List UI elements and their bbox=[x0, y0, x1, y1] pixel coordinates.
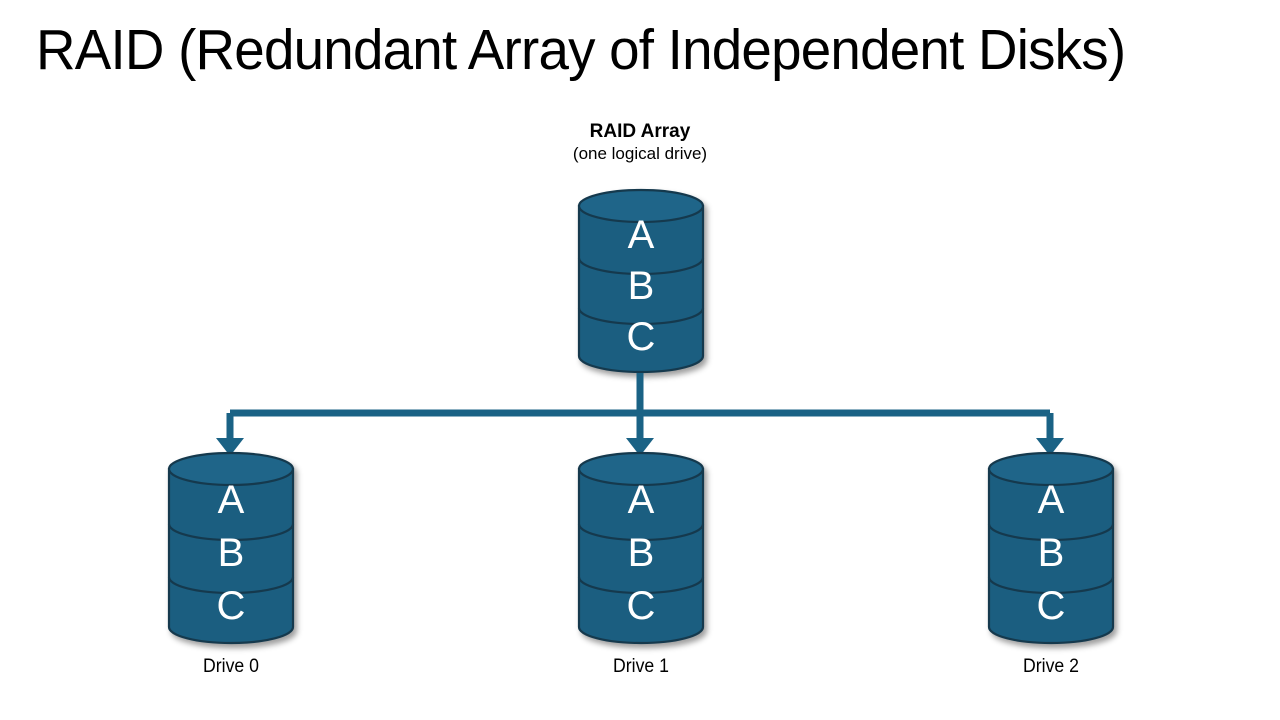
cylinder-divider bbox=[577, 523, 705, 542]
cylinder-body bbox=[577, 467, 705, 645]
block-label: B bbox=[218, 531, 245, 575]
cylinder-divider bbox=[577, 257, 705, 276]
block-label: C bbox=[627, 315, 656, 359]
cylinder-top-cap bbox=[577, 188, 705, 224]
cylinder-divider bbox=[577, 576, 705, 595]
arrowhead-drive-1 bbox=[626, 438, 654, 456]
connector-tree bbox=[0, 360, 1280, 470]
block-label: A bbox=[628, 213, 655, 257]
drive-cylinder-2[interactable]: A B C bbox=[987, 451, 1115, 651]
raid-array-caption: RAID Array (one logical drive) bbox=[490, 120, 790, 165]
block-label: C bbox=[1037, 584, 1066, 628]
arrowhead-drive-0 bbox=[216, 438, 244, 456]
cylinder-body bbox=[577, 204, 705, 374]
block-label: C bbox=[217, 584, 246, 628]
drive-cylinder-0[interactable]: A B C bbox=[167, 451, 295, 651]
cylinder-divider bbox=[987, 523, 1115, 542]
raid-array-cylinder[interactable]: A B C bbox=[577, 188, 705, 380]
drive-cylinder-1[interactable]: A B C bbox=[577, 451, 705, 651]
block-label: C bbox=[627, 584, 656, 628]
block-label: A bbox=[1038, 478, 1065, 522]
block-label: B bbox=[628, 531, 655, 575]
raid-array-caption-subtitle: (one logical drive) bbox=[572, 144, 708, 163]
cylinder-divider bbox=[167, 523, 295, 542]
cylinder-top-cap bbox=[987, 451, 1115, 487]
cylinder-top-cap bbox=[167, 451, 295, 487]
cylinder-divider bbox=[167, 576, 295, 595]
drive-label-0: Drive 0 bbox=[203, 656, 259, 677]
page-title: RAID (Redundant Array of Independent Dis… bbox=[36, 18, 1126, 82]
arrowhead-drive-2 bbox=[1036, 438, 1064, 456]
block-label: A bbox=[628, 478, 655, 522]
cylinder-body bbox=[167, 467, 295, 645]
drive-label-1: Drive 1 bbox=[613, 656, 669, 677]
cylinder-body bbox=[987, 467, 1115, 645]
drive-label-2: Drive 2 bbox=[1023, 656, 1079, 677]
raid-array-caption-title: RAID Array bbox=[589, 121, 691, 142]
cylinder-divider bbox=[577, 307, 705, 326]
block-label: B bbox=[1038, 531, 1065, 575]
block-label: B bbox=[628, 264, 655, 308]
cylinder-top-cap bbox=[577, 451, 705, 487]
cylinder-divider bbox=[987, 576, 1115, 595]
block-label: A bbox=[218, 478, 245, 522]
